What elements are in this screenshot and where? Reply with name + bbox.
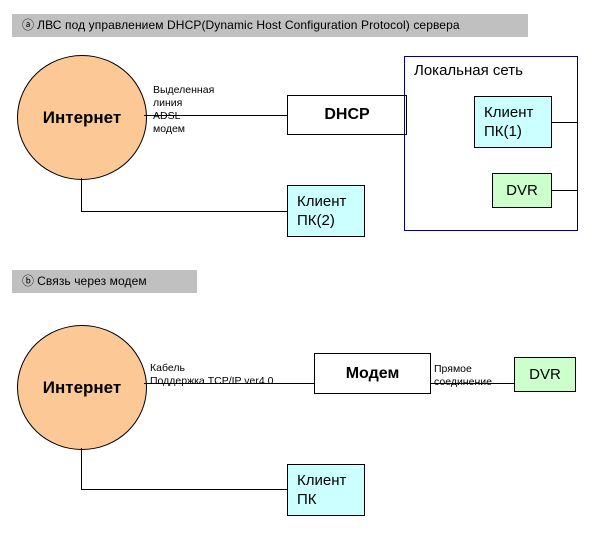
edge-label-direct: Прямое соединение [434, 363, 492, 389]
connector-internet-down-b [81, 448, 82, 490]
node-dvr-a: DVR [492, 173, 552, 208]
connector-internet-down-a [81, 178, 82, 212]
edge-label-uplink: Выделенная линия ADSL модем [153, 84, 214, 136]
node-modem-label: Модем [345, 364, 400, 382]
internet-cloud-b: Интернет [17, 325, 147, 450]
node-dvr-a-label: DVR [506, 182, 538, 199]
edge-label-cable-line2: Поддержка TCP/IP ver4.0 [150, 375, 274, 387]
node-client-pc-line1: Клиент [297, 472, 347, 489]
internet-label-a: Интернет [42, 107, 122, 127]
connector-internet-to-dhcp [144, 115, 288, 116]
edge-label-uplink-line3: ADSL [153, 110, 181, 122]
section-marker-a-icon: ⓐ [22, 18, 35, 32]
node-client-pc-1-line2: ПК(1) [484, 123, 522, 140]
connector-client-pc-1-right [551, 122, 578, 123]
connector-internet-to-modem [144, 383, 315, 384]
edge-label-direct-line1: Прямое [434, 363, 472, 375]
lan-frame-title: Локальная сеть [414, 62, 523, 79]
internet-label-b: Интернет [42, 377, 122, 397]
internet-cloud-a: Интернет [17, 55, 147, 180]
node-dvr-b: DVR [514, 357, 576, 392]
edge-label-uplink-line4: модем [153, 123, 186, 135]
section-marker-b-icon: ⓑ [22, 274, 35, 288]
node-client-pc-1: Клиент ПК(1) [474, 96, 552, 148]
node-client-pc: Клиент ПК [287, 464, 365, 516]
connector-dvr-a-right [551, 190, 578, 191]
connector-to-client-pc [81, 489, 288, 490]
node-client-pc-line2: ПК [297, 491, 317, 508]
node-client-pc-1-line1: Клиент [484, 104, 534, 121]
node-client-pc-2: Клиент ПК(2) [287, 185, 365, 237]
node-client-pc-2-line2: ПК(2) [297, 212, 335, 229]
node-modem: Модем [314, 353, 431, 394]
node-client-pc-2-line1: Клиент [297, 193, 347, 210]
node-dhcp-label: DHCP [324, 106, 370, 123]
edge-label-cable-line1: Кабель [150, 362, 185, 374]
node-dhcp: DHCP [287, 95, 407, 135]
section-title-a: ЛВС под управлением DHCP(Dynamic Host Co… [37, 18, 460, 32]
connector-to-client-pc-2 [81, 211, 288, 212]
lan-frame [404, 56, 578, 231]
edge-label-uplink-line1: Выделенная [153, 84, 215, 96]
connector-modem-to-dvr [430, 383, 515, 384]
node-dvr-b-label: DVR [529, 366, 561, 383]
edge-label-uplink-line2: линия [153, 97, 183, 109]
section-title-b: Связь через модем [37, 274, 147, 288]
edge-label-direct-line2: соединение [434, 376, 492, 388]
edge-label-cable: Кабель Поддержка TCP/IP ver4.0 [150, 362, 273, 388]
